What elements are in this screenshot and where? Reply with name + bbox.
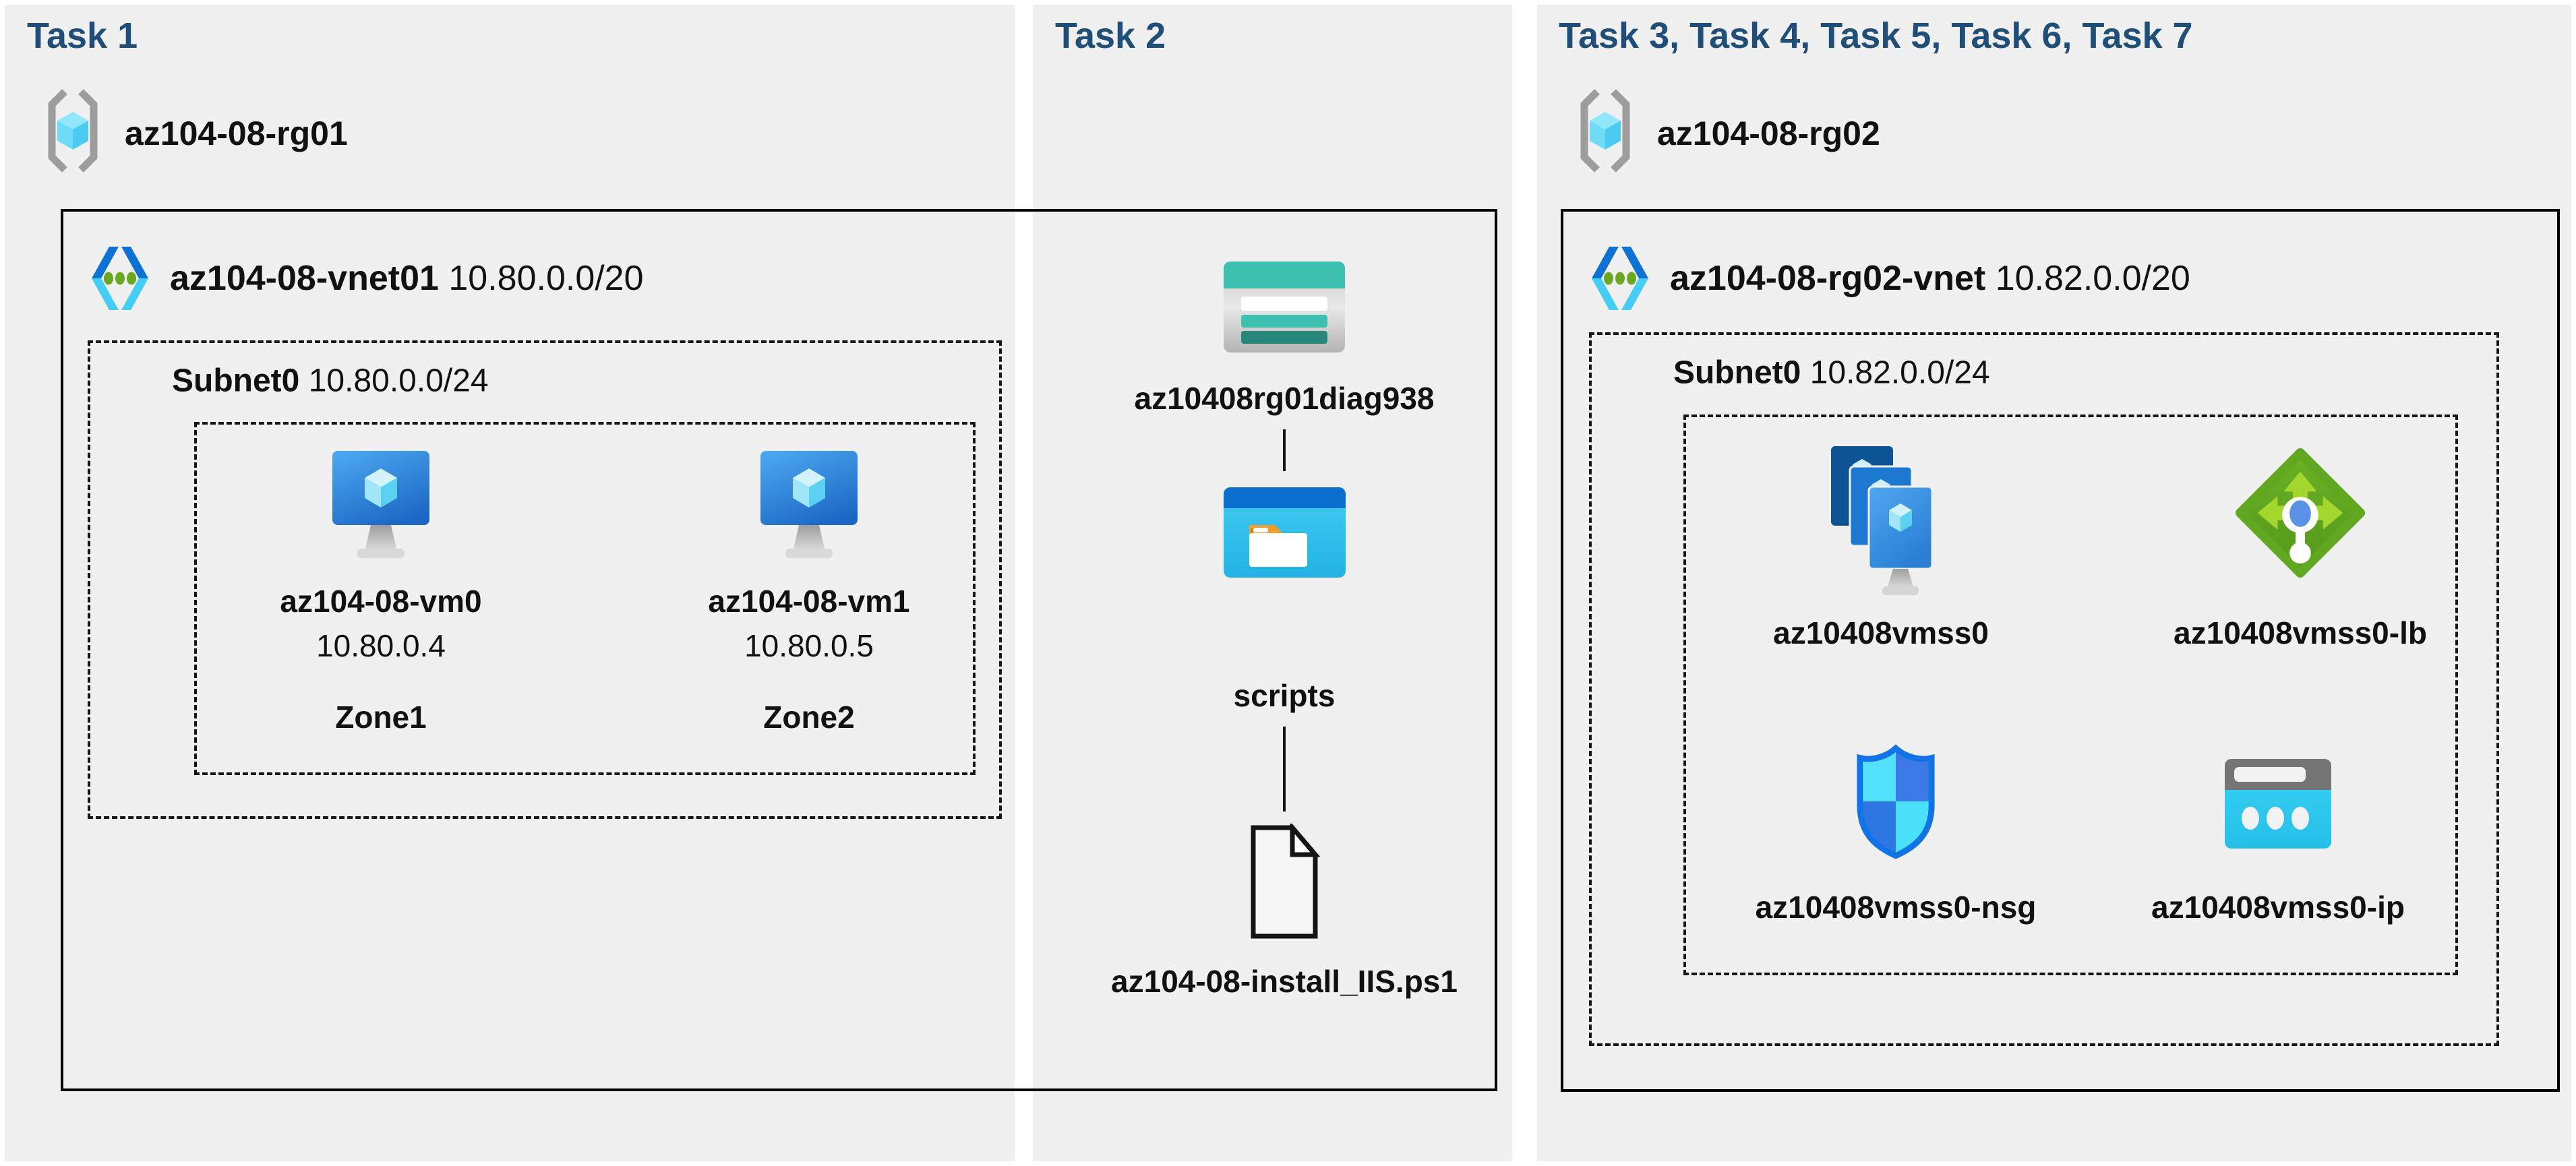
virtual-machine-icon [332,451,429,558]
nsg-label: az10408vmss0-nsg [1755,890,2037,925]
connector-storage-scripts [1283,429,1286,471]
nsg-shield-icon [1857,744,1935,859]
vm0-name-label: az104-08-vm0 [280,584,482,619]
vm1-ip-label: 10.80.0.5 [744,628,874,663]
task1-vnet-box [61,209,1497,1091]
task1-subnet-box [88,340,1002,819]
connector-scripts-file [1283,727,1286,811]
task1-vnet-label: az104-08-vnet01 10.80.0.0/20 [170,259,644,298]
storage-account-icon [1224,262,1345,352]
scripts-folder-label: scripts [1233,678,1336,713]
script-file-label: az104-08-install_IIS.ps1 [1111,964,1458,999]
virtual-network-icon [1592,247,1648,310]
task3-resource-group-label: az104-08-rg02 [1657,115,1880,152]
task3-subnet-label: Subnet0 10.82.0.0/24 [1673,355,1990,391]
vm-scale-set-icon [1831,446,1934,595]
task3-header: Task 3, Task 4, Task 5, Task 6, Task 7 [1559,16,2193,56]
task3-vnet-box [1561,209,2560,1092]
task3-resources-box [1683,415,2458,975]
storage-account-label: az10408rg01diag938 [1134,381,1435,416]
load-balancer-icon [2235,448,2366,578]
task3-subnet-box [1589,332,2499,1046]
public-ip-icon [2225,759,2331,849]
task1-zones-box [194,422,976,775]
task2-panel [1033,5,1512,1161]
task3-panel [1537,5,2571,1161]
task3-vnet-label: az104-08-rg02-vnet 10.82.0.0/20 [1670,259,2190,298]
resource-group-icon [1580,89,1630,173]
public-ip-label: az10408vmss0-ip [2151,890,2405,925]
task2-header: Task 2 [1055,16,1166,56]
script-file-icon [1251,824,1321,939]
vm1-name-label: az104-08-vm1 [708,584,910,619]
vm0-ip-label: 10.80.0.4 [316,628,446,663]
vm0-zone-label: Zone1 [335,700,427,735]
virtual-machine-icon [760,451,858,558]
scripts-folder-icon [1224,487,1346,578]
task1-header: Task 1 [27,16,138,56]
task1-panel [5,5,1015,1161]
vmss-label: az10408vmss0 [1773,615,1989,650]
virtual-network-icon [92,247,148,310]
task1-subnet-label: Subnet0 10.80.0.0/24 [172,363,489,399]
resource-group-icon [48,89,98,173]
load-balancer-label: az10408vmss0-lb [2174,615,2427,650]
vm1-zone-label: Zone2 [763,700,855,735]
task1-resource-group-label: az104-08-rg01 [125,115,348,152]
